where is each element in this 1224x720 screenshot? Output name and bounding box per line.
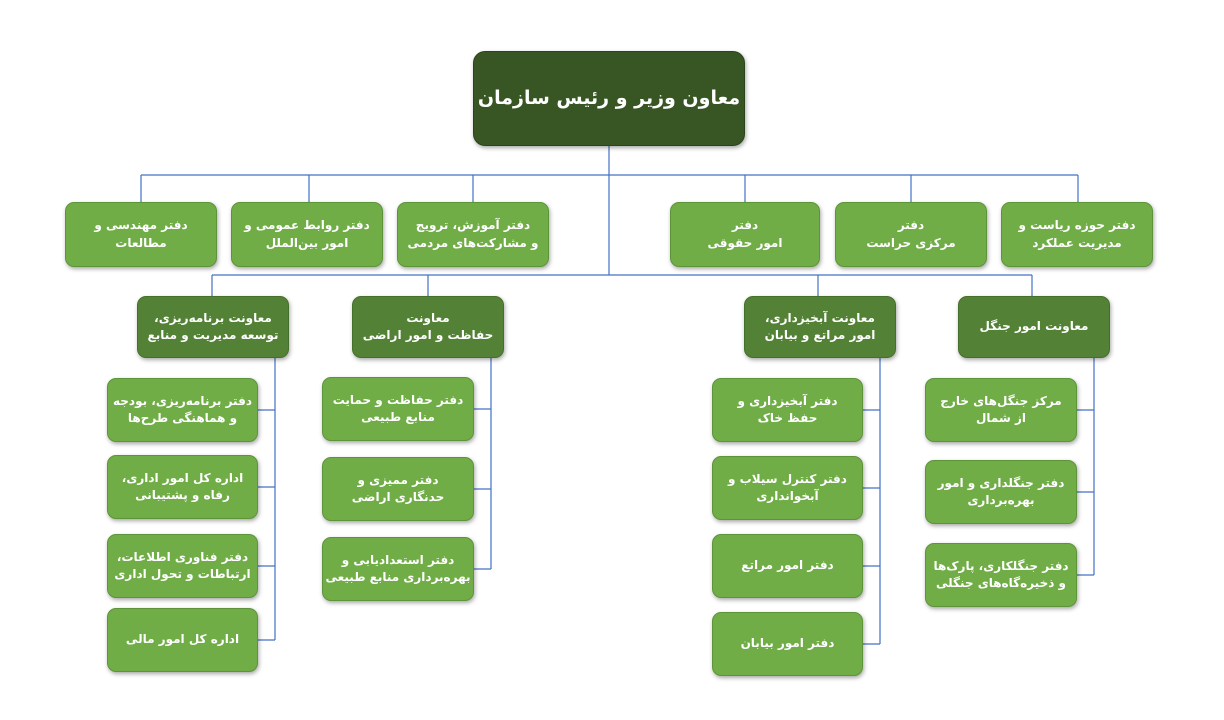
office-security-box: دفتر مرکزی حراست [835,202,987,267]
watershed-unit-box: دفتر کنترل سیلاب و آبخوانداری [712,456,863,520]
planning-unit-line1: دفتر فناوری اطلاعات، [116,549,249,564]
deputy-forest-box: معاونت امور جنگل [958,296,1110,358]
planning-unit-line2: رفاه و پشتیبانی [135,488,230,502]
watershed-unit-box: دفتر امور مراتع [712,534,863,598]
land-unit-line2: منابع طبیعی [361,410,435,424]
office-security-line1: دفتر [897,218,925,233]
office-legal-box: دفتر امور حقوقی [670,202,820,267]
planning-unit-box: دفتر فناوری اطلاعات، ارتباطات و تحول ادا… [107,534,258,598]
watershed-unit-line1: دفتر کنترل سیلاب و [728,471,847,486]
watershed-unit-box: دفتر آبخیزداری و حفظ خاک [712,378,863,442]
forest-unit-box: دفتر جنگلداری و امور بهره‌برداری [925,460,1077,524]
planning-unit-line1: اداره کل امور مالی [125,632,240,647]
watershed-unit-line1: دفتر امور بیابان [740,636,835,651]
deputy-forest-line1: معاونت امور جنگل [979,319,1089,334]
planning-unit-line1: اداره کل امور اداری، [121,470,244,485]
office-education-line1: دفتر آموزش، ترویج [415,218,531,233]
deputy-watershed-box: معاونت آبخیزداری، امور مراتع و بیابان [744,296,896,358]
planning-unit-box: اداره کل امور اداری، رفاه و پشتیبانی [107,455,258,519]
office-presidency-line2: مدیریت عملکرد [1032,235,1122,250]
office-engineering-line2: مطالعات [115,235,167,250]
forest-unit-line1: دفتر جنگلداری و امور [937,475,1065,490]
forest-unit-line1: مرکز جنگل‌های خارج [940,393,1062,408]
planning-unit-box: دفتر برنامه‌ریزی، بودجه و هماهنگی طرح‌ها [107,378,258,442]
office-legal-line1: دفتر [731,218,759,233]
deputy-watershed-line2: امور مراتع و بیابان [764,328,876,342]
office-presidency-line1: دفتر حوزه ریاست و [1018,218,1136,233]
watershed-unit-line2: حفظ خاک [757,411,818,425]
planning-unit-line2: ارتباطات و تحول اداری [114,567,251,581]
office-education-line2: و مشارکت‌های مردمی [407,235,539,250]
deputy-land-box: معاونت حفاظت و امور اراضی [352,296,504,358]
root-box: معاون وزیر و رئیس سازمان [473,51,745,146]
deputy-planning-line2: توسعه مدیریت و منابع [147,328,279,342]
planning-unit-line2: و هماهنگی طرح‌ها [127,411,238,425]
deputy-land-line1: معاونت [406,310,450,325]
office-engineering-box: دفتر مهندسی و مطالعات [65,202,217,267]
land-unit-line1: دفتر استعدادیابی و [341,552,455,567]
land-unit-line2: بهره‌برداری منابع طبیعی [325,570,471,584]
land-unit-box: دفتر ممیزی و حدنگاری اراضی [322,457,474,521]
forest-unit-line2: بهره‌برداری [967,493,1035,507]
watershed-unit-line1: دفتر آبخیزداری و [737,393,838,408]
office-public-relations-line2: امور بین‌الملل [265,235,349,250]
deputy-land-line2: حفاظت و امور اراضی [362,328,494,342]
office-security-line2: مرکزی حراست [866,235,956,250]
office-public-relations-line1: دفتر روابط عمومی و [244,218,370,233]
office-presidency-box: دفتر حوزه ریاست و مدیریت عملکرد [1001,202,1153,267]
office-engineering-line1: دفتر مهندسی و [94,218,188,233]
watershed-unit-box: دفتر امور بیابان [712,612,863,676]
forest-unit-line2: و ذخیره‌گاه‌های جنگلی [935,576,1067,590]
forest-unit-box: مرکز جنگل‌های خارج از شمال [925,378,1077,442]
root-label: معاون وزیر و رئیس سازمان [477,86,741,109]
forest-unit-line1: دفتر جنگلکاری، پارک‌ها [933,558,1069,573]
deputy-planning-line1: معاونت برنامه‌ریزی، [154,310,272,325]
land-unit-line1: دفتر حفاظت و حمایت [332,392,464,407]
land-unit-line1: دفتر ممیزی و [357,472,439,487]
planning-unit-box: اداره کل امور مالی [107,608,258,672]
watershed-unit-line1: دفتر امور مراتع [741,558,834,573]
forest-unit-box: دفتر جنگلکاری، پارک‌ها و ذخیره‌گاه‌های ج… [925,543,1077,607]
deputy-watershed-line1: معاونت آبخیزداری، [765,310,875,325]
deputy-planning-box: معاونت برنامه‌ریزی، توسعه مدیریت و منابع [137,296,289,358]
land-unit-line2: حدنگاری اراضی [351,490,445,504]
watershed-unit-line2: آبخوانداری [756,489,819,503]
forest-unit-line2: از شمال [976,411,1026,425]
land-unit-box: دفتر حفاظت و حمایت منابع طبیعی [322,377,474,441]
office-public-relations-box: دفتر روابط عمومی و امور بین‌الملل [231,202,383,267]
office-education-box: دفتر آموزش، ترویج و مشارکت‌های مردمی [397,202,549,267]
land-unit-box: دفتر استعدادیابی و بهره‌برداری منابع طبی… [322,537,474,601]
office-legal-line2: امور حقوقی [707,235,783,250]
planning-unit-line1: دفتر برنامه‌ریزی، بودجه [113,393,252,408]
